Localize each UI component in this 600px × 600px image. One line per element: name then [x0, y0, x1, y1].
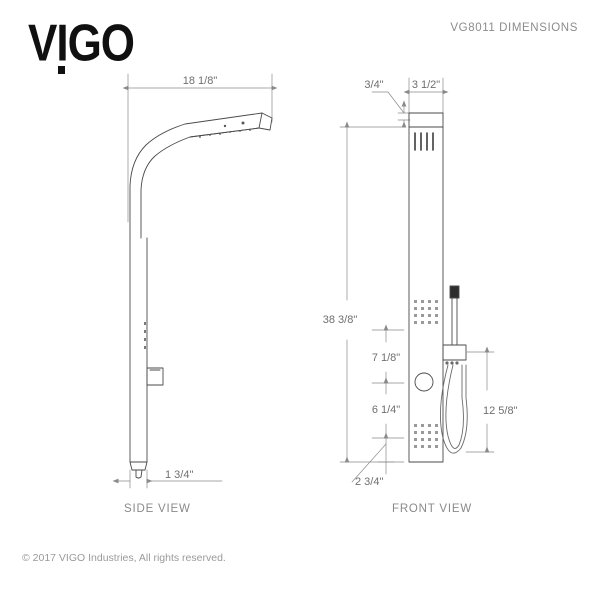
- label-panel-depth: 1 3/4": [165, 469, 193, 481]
- label-base-offset: 2 3/4": [355, 476, 383, 488]
- front-hose-drop-dimension: [465, 346, 495, 453]
- label-arm-reach: 18 1/8": [183, 75, 218, 87]
- front-panel-body: [408, 112, 444, 463]
- vigo-logo-dot: [58, 66, 65, 74]
- side-reach-dimension: [122, 73, 278, 223]
- handheld-bracket-nozzles: [445, 361, 459, 365]
- front-diverter-knob: [414, 372, 434, 392]
- front-top-offset-dimension: [371, 91, 411, 128]
- side-showerhead-nozzles: [199, 121, 251, 138]
- front-base-offset-dimension: [351, 437, 395, 483]
- label-upper-segment: 7 1/8": [372, 352, 400, 364]
- label-overall-height: 38 3/8": [323, 314, 358, 326]
- side-view-caption: SIDE VIEW: [124, 503, 191, 515]
- document-title: VG8011 DIMENSIONS: [450, 22, 578, 34]
- front-mid-jet-grid: [414, 300, 438, 324]
- front-height-dimension: [339, 121, 405, 463]
- label-top-offset: 3/4": [364, 79, 383, 91]
- vigo-logo: VIGO: [28, 14, 135, 73]
- front-view-caption: FRONT VIEW: [392, 503, 472, 515]
- front-top-slot-jets: [414, 132, 434, 151]
- side-shower-arm: [129, 112, 273, 239]
- copyright-notice: © 2017 VIGO Industries, All rights reser…: [22, 552, 226, 564]
- side-panel-body: [129, 237, 148, 479]
- front-lower-segment-dimension: [371, 377, 405, 439]
- side-panel-jets: [144, 322, 146, 349]
- handheld-hose: [439, 364, 468, 454]
- label-hose-drop: 12 5/8": [483, 405, 518, 417]
- front-lower-jet-grid: [414, 424, 438, 448]
- label-panel-width: 3 1/2": [412, 79, 440, 91]
- side-control-knob: [146, 367, 164, 386]
- side-depth-dimension: [112, 469, 223, 489]
- label-lower-segment: 6 1/4": [372, 404, 400, 416]
- handheld-wand: [442, 285, 467, 361]
